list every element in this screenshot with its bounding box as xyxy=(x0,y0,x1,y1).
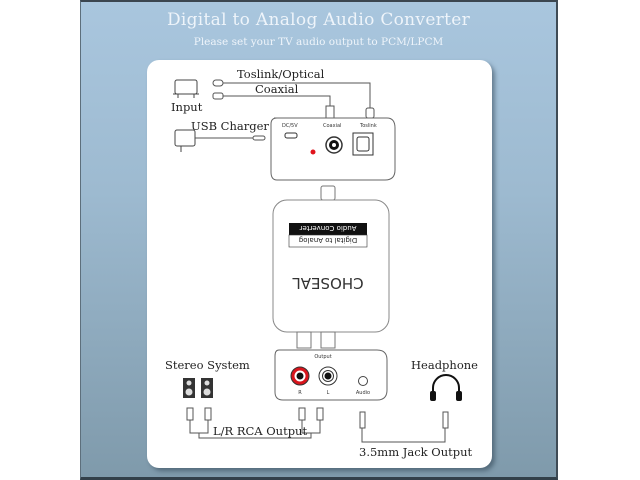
coaxial-cable xyxy=(212,92,335,119)
output-heading: Output xyxy=(314,354,331,360)
rca-output-label: L/R RCA Output xyxy=(213,424,307,438)
port-dc-label: DC/5V xyxy=(282,123,298,129)
device-line1: Audio Converter xyxy=(299,224,356,232)
port-audio-label: Audio xyxy=(356,390,370,396)
usb-port xyxy=(284,132,298,139)
brand-logo: CHOSEAL xyxy=(292,274,364,292)
converter-device: Audio Converter Digital to Analog CHOSEA… xyxy=(272,185,390,349)
usb-charger-icon xyxy=(174,129,266,152)
input-label: Input xyxy=(171,100,203,114)
connection-diagram-card: Input Toslink/Optical Coaxial USB Charge… xyxy=(147,60,492,468)
port-l-label: L xyxy=(327,390,330,396)
port-toslink-label: Toslink xyxy=(359,123,377,129)
connection-diagram: Input Toslink/Optical Coaxial USB Charge… xyxy=(165,67,478,459)
headphone-icon xyxy=(430,374,462,401)
tv-icon xyxy=(173,79,199,98)
audio-jack-port xyxy=(358,376,368,386)
power-led xyxy=(310,149,316,155)
jack-output-label: 3.5mm Jack Output xyxy=(359,445,473,459)
rca-cable xyxy=(186,407,324,439)
port-r-label: R xyxy=(298,390,302,396)
product-title: Digital to Analog Audio Converter xyxy=(166,10,471,30)
jack-cable xyxy=(359,411,449,443)
toslink-port xyxy=(352,132,374,156)
converter-input-side: DC/5V Coaxial Toslink xyxy=(270,117,396,181)
coaxial-label: Coaxial xyxy=(255,82,299,96)
converter-output-side: Output R L Audio xyxy=(274,349,388,401)
toslink-label: Toslink/Optical xyxy=(237,67,325,81)
device-line2: Digital to Analog xyxy=(299,236,357,244)
stereo-system-label: Stereo System xyxy=(165,358,250,372)
headphone-label: Headphone xyxy=(411,358,478,372)
port-coaxial-label: Coaxial xyxy=(323,123,341,129)
speaker-icon xyxy=(183,378,213,398)
product-subtitle: Please set your TV audio output to PCM/L… xyxy=(193,36,444,48)
usb-charger-label: USB Charger xyxy=(191,119,269,133)
